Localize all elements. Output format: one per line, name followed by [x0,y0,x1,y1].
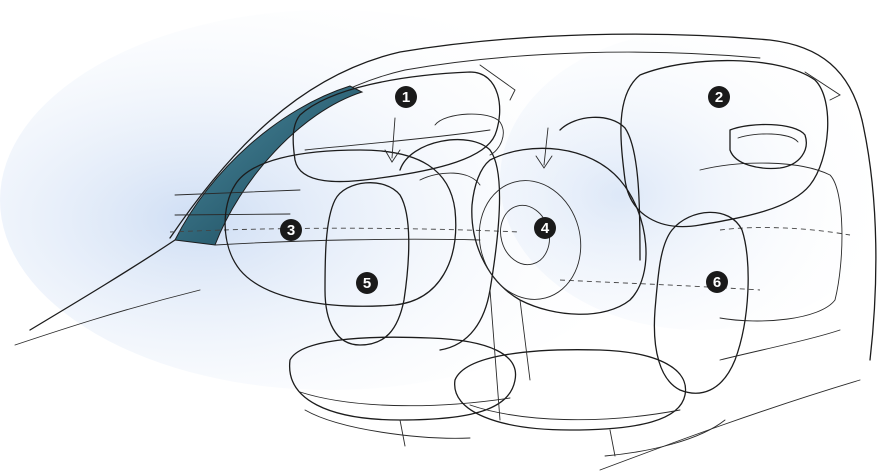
callout-4: 4 [534,217,556,239]
callout-3: 3 [280,219,302,241]
callout-5: 5 [356,272,378,294]
callout-2: 2 [708,86,730,108]
callout-6: 6 [706,271,728,293]
driver-seat-base [300,392,510,446]
rear-seat-cushion [720,330,840,360]
callout-label: 6 [713,274,721,291]
callout-label: 3 [287,222,295,239]
callout-label: 4 [541,220,550,237]
callout-1: 1 [395,86,417,108]
passenger-seat-base [470,405,725,456]
callout-label: 2 [715,89,723,106]
callout-label: 1 [402,89,410,106]
background-haze-right [500,30,890,330]
callout-label: 5 [363,275,371,292]
